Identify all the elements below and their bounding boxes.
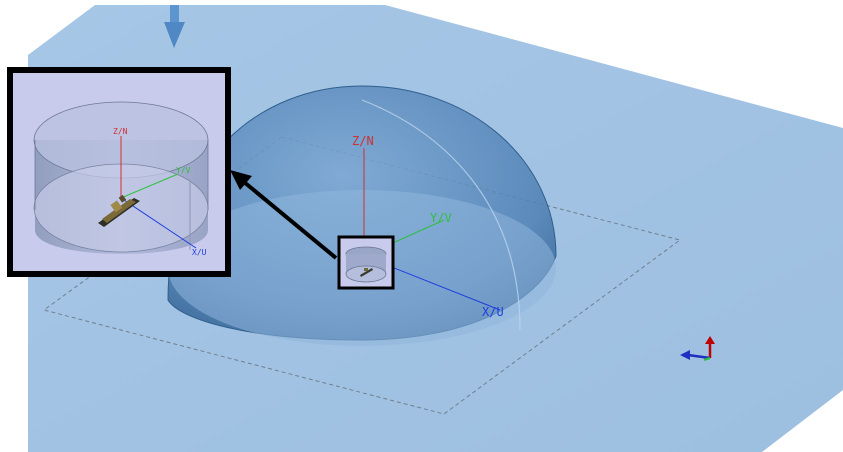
- vessel-selection-box[interactable]: [337, 235, 395, 290]
- x-axis-label: X/U: [482, 305, 504, 319]
- z-axis-label: Z/N: [352, 134, 374, 148]
- ship-icon: [360, 268, 373, 277]
- zoom-inset: Z/N Y/V X/U: [7, 67, 231, 277]
- callout-arrow: [230, 170, 338, 260]
- inset-x-axis-label: X/U: [192, 248, 207, 257]
- y-axis-label: Y/V: [430, 211, 452, 225]
- down-arrow-icon[interactable]: [164, 5, 185, 48]
- inset-y-axis-label: Y/V: [176, 166, 191, 175]
- inset-x-axis-line: [120, 197, 197, 249]
- inset-y-axis-line: [120, 173, 179, 199]
- global-axes: Z/N Y/V X/U: [352, 134, 504, 319]
- inset-z-axis-label: Z/N: [113, 127, 128, 136]
- inset-ship-icon: [98, 194, 140, 227]
- axis-triad-icon[interactable]: [680, 336, 715, 361]
